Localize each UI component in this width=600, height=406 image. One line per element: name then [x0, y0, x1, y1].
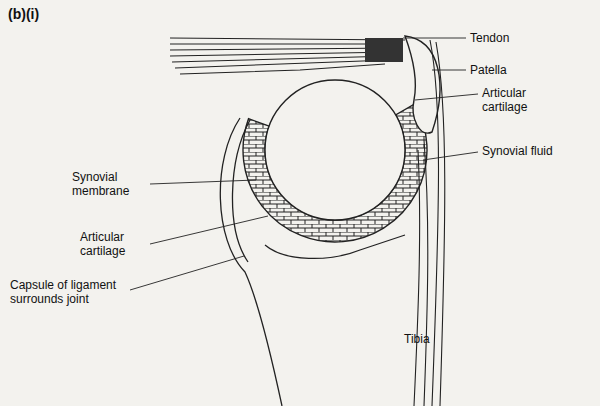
part-label: Articular cartilage — [80, 230, 160, 258]
synovial-membrane-line — [232, 120, 250, 262]
part-label: Synovial fluid — [482, 144, 554, 158]
figure-title: (b)(i) — [8, 6, 39, 22]
leader-lines — [130, 38, 478, 290]
tendon-fibres — [170, 38, 405, 74]
part-label: Articular cartilage — [482, 86, 562, 114]
joint-capsule — [220, 118, 282, 406]
patellar-ligament — [414, 40, 445, 406]
part-label: Tendon — [470, 31, 580, 45]
part-label: Tibia — [404, 332, 464, 346]
femur-condyle — [265, 80, 405, 220]
part-label: Capsule of ligament surrounds joint — [10, 278, 140, 306]
patella-bone — [405, 36, 440, 133]
tendon-insertion — [365, 38, 403, 62]
part-label: Synovial membrane — [72, 170, 152, 198]
part-label: Patella — [470, 63, 580, 77]
tibia-top — [265, 235, 405, 258]
